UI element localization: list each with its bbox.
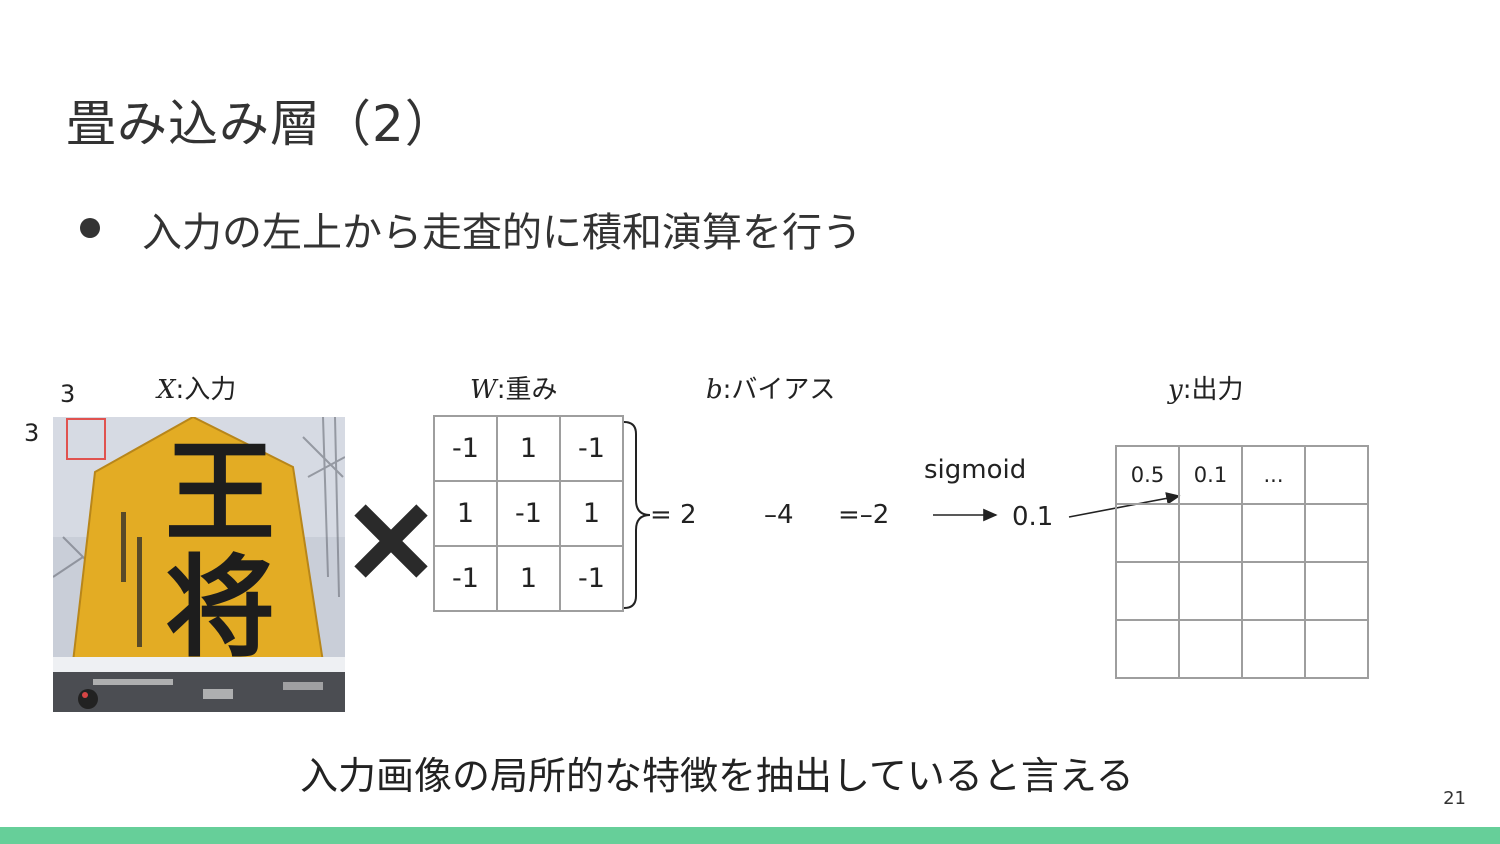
output-row xyxy=(1115,619,1369,679)
output-cell xyxy=(1304,503,1369,563)
output-cell xyxy=(1115,619,1180,679)
kernel-window-highlight xyxy=(66,418,106,460)
output-row: 0.5 0.1 ... xyxy=(1115,445,1369,505)
output-cell xyxy=(1178,561,1243,621)
footer-statement: 入力画像の局所的な特徴を抽出していると言える xyxy=(300,754,1134,798)
weight-cell: 1 xyxy=(433,480,498,547)
output-row xyxy=(1115,503,1369,563)
weight-cell: -1 xyxy=(496,480,561,547)
input-image: 王将 xyxy=(53,417,345,712)
pre-activation-value: =–2 xyxy=(838,500,890,530)
output-label-var: y xyxy=(1168,375,1183,405)
activation-output: 0.1 xyxy=(1012,502,1054,532)
output-cell: ... xyxy=(1241,445,1306,505)
weight-cell: -1 xyxy=(559,545,624,612)
weight-cell: -1 xyxy=(433,545,498,612)
bullet-text: 入力の左上から走査的に積和演算を行う xyxy=(142,210,862,256)
weight-label-var: W xyxy=(470,375,497,405)
right-brace-icon xyxy=(623,421,651,609)
output-cell: 0.5 xyxy=(1115,445,1180,505)
activation-label: sigmoid xyxy=(924,455,1027,485)
input-image-illustration xyxy=(53,417,345,712)
output-cell xyxy=(1178,619,1243,679)
weight-cell: 1 xyxy=(496,545,561,612)
multiply-icon xyxy=(354,504,428,578)
kernel-height-label: 3 xyxy=(24,419,40,447)
bias-label-text: :バイアス xyxy=(722,375,836,405)
kernel-width-label: 3 xyxy=(60,380,76,408)
weight-label: W:重み xyxy=(470,369,558,406)
output-cell xyxy=(1241,619,1306,679)
page-number: 21 xyxy=(1443,788,1466,809)
sum-result: = 2 xyxy=(650,500,697,530)
bias-label: b:バイアス xyxy=(706,369,835,406)
weight-row: -1 1 -1 xyxy=(433,545,624,612)
output-cell xyxy=(1241,561,1306,621)
sign-characters: 王将 xyxy=(165,428,275,672)
weight-cell: 1 xyxy=(559,480,624,547)
accent-bar xyxy=(0,827,1500,844)
weight-cell: -1 xyxy=(559,415,624,482)
output-row xyxy=(1115,561,1369,621)
output-cell xyxy=(1115,561,1180,621)
output-cell xyxy=(1178,503,1243,563)
output-cell xyxy=(1304,619,1369,679)
output-cell: 0.1 xyxy=(1178,445,1243,505)
input-label: X:入力 xyxy=(157,369,236,406)
weight-row: -1 1 -1 xyxy=(433,415,624,482)
output-cell xyxy=(1304,561,1369,621)
weight-cell: -1 xyxy=(433,415,498,482)
bias-value: –4 xyxy=(764,500,794,530)
output-label: y:出力 xyxy=(1168,369,1243,406)
weight-row: 1 -1 1 xyxy=(433,480,624,547)
output-label-text: :出力 xyxy=(1182,375,1244,405)
output-cell xyxy=(1115,503,1180,563)
output-cell xyxy=(1241,503,1306,563)
bullet-dot-icon xyxy=(80,218,100,238)
weight-label-text: :重み xyxy=(496,375,558,405)
bias-label-var: b xyxy=(706,375,723,405)
input-label-var: X xyxy=(157,375,176,405)
weight-matrix: -1 1 -1 1 -1 1 -1 1 -1 xyxy=(433,415,624,612)
weight-cell: 1 xyxy=(496,415,561,482)
slide-title: 畳み込み層（2） xyxy=(66,95,456,153)
output-matrix: 0.5 0.1 ... xyxy=(1115,445,1369,679)
input-label-text: :入力 xyxy=(175,375,237,405)
output-cell xyxy=(1304,445,1369,505)
